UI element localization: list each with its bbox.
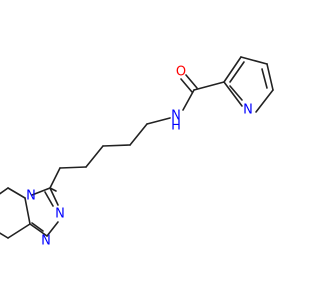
bond-chain-1 xyxy=(129,123,148,146)
bond-carbonyl-ring xyxy=(193,81,225,91)
bond-pyr-e xyxy=(0,232,9,239)
bond-py-4 xyxy=(255,89,274,113)
amide-hydrogen-label: H xyxy=(171,119,181,134)
bridgehead-nitrogen-label: N xyxy=(26,189,36,204)
bond-pyr-d xyxy=(7,223,31,239)
bond-chain-5 xyxy=(49,167,61,189)
bond-chain-4 xyxy=(59,166,87,169)
bond-pyr-a xyxy=(7,187,26,199)
bond-py-3 xyxy=(266,63,274,91)
bond-tri-n2-n1 xyxy=(46,221,59,237)
atom-labels: O N H N N N N xyxy=(26,65,253,249)
bond-carbonyl-double-b xyxy=(185,74,198,89)
molecule-structure: O N H N N N N xyxy=(0,56,274,249)
bond-carbonyl-amide xyxy=(182,89,195,111)
bond-tri-n1-c8ab xyxy=(31,222,44,232)
oxygen-label: O xyxy=(176,65,186,80)
bond-tri-c3-n2b xyxy=(44,191,54,207)
triazole-n2-label: N xyxy=(55,207,65,222)
triazole-n1-label: N xyxy=(41,234,51,249)
bond-tri-c3-n2 xyxy=(49,187,59,206)
bonds xyxy=(0,56,274,239)
bond-py-5 xyxy=(223,81,243,107)
bond-tri-n1-c8a xyxy=(29,223,48,237)
bond-chain-3 xyxy=(85,145,104,168)
bond-py-2 xyxy=(240,56,268,65)
bond-amide-chain xyxy=(146,117,171,125)
bond-pyr-b xyxy=(0,187,9,195)
pyridine-nitrogen-label: N xyxy=(243,103,253,118)
bond-py-5b xyxy=(229,85,243,101)
bond-carbonyl-double-a xyxy=(180,78,193,93)
bond-py-3b xyxy=(261,68,268,89)
bond-tri-c3-n4 xyxy=(31,187,51,196)
bond-chain-2 xyxy=(102,144,131,147)
bond-py-1b xyxy=(229,61,245,83)
bond-pyr-c xyxy=(24,197,31,225)
bond-py-1 xyxy=(223,56,242,83)
amide-nitrogen-label: N xyxy=(171,109,181,124)
